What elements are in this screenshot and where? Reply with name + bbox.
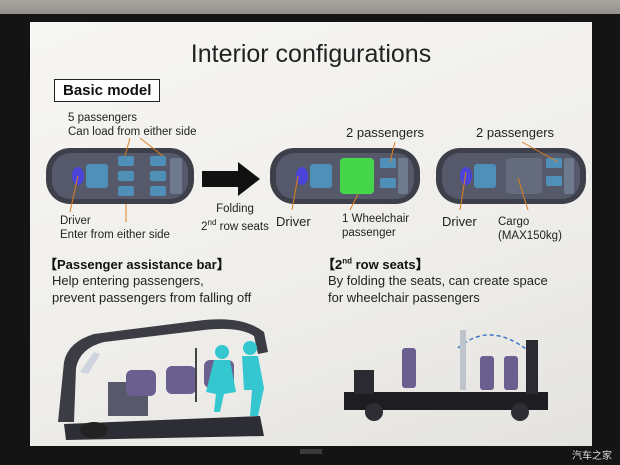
slide-screen: Interior configurations Basic model 5 pa…	[30, 22, 592, 446]
d3-driver-label: Driver	[442, 214, 477, 229]
watermark-text: 汽车之家	[572, 451, 612, 462]
passenger-assistance-text: Help entering passengers, prevent passen…	[52, 273, 252, 305]
vehicle-interior-illustration	[58, 319, 268, 440]
d2-passengers-label: 2 passengers	[346, 125, 425, 140]
d3-leader-lines	[459, 141, 559, 211]
d1-leader-lines	[69, 137, 164, 222]
slide-title: Interior configurations	[190, 40, 432, 68]
passenger-assistance-heading: 【Passenger assistance bar】	[44, 257, 230, 272]
monitor-stand	[300, 449, 322, 454]
d2-leader-lines	[291, 141, 396, 211]
second-row-seats-text: By folding the seats, can create space f…	[328, 273, 548, 305]
vehicle-diagram-5-passengers	[46, 148, 194, 204]
d2-driver-label: Driver	[276, 214, 311, 229]
basic-model-label: Basic model	[54, 79, 161, 102]
ceiling	[0, 0, 620, 18]
folding-seats-illustration	[344, 330, 548, 421]
second-row-seats-heading: 【2nd row seats】	[322, 256, 429, 272]
folding-label: Folding 2nd row seats	[201, 203, 269, 233]
d3-cargo-label: Cargo (MAX150kg)	[498, 216, 562, 242]
vehicle-diagram-cargo	[436, 148, 586, 204]
d3-passengers-label: 2 passengers	[476, 125, 555, 140]
vehicle-diagram-wheelchair	[270, 148, 420, 204]
arrow-icon	[202, 162, 260, 196]
d2-wheelchair-label: 1 Wheelchair passenger	[342, 213, 410, 239]
d1-passengers-label: 5 passengers Can load from either side	[68, 112, 197, 138]
d1-driver-label: Driver Enter from either side	[60, 215, 170, 241]
